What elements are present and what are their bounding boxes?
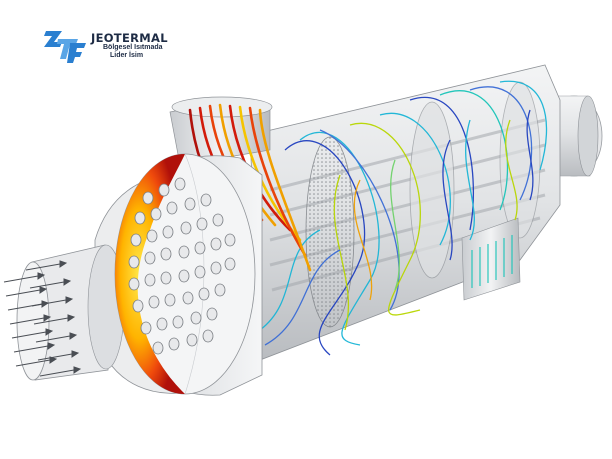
logo-tagline-1: Bölgesel Isıtmada bbox=[103, 44, 163, 51]
shell-body bbox=[249, 64, 561, 361]
tube-holes bbox=[128, 177, 236, 355]
flow-streamlines bbox=[259, 80, 548, 356]
company-logo: JEOTERMAL Bölgesel Isıtmada Lider İsim bbox=[44, 27, 184, 67]
logo-brand-name: JEOTERMAL bbox=[91, 31, 168, 45]
inlet-arrows-icon bbox=[3, 260, 82, 377]
ztf-logo-mark-icon bbox=[44, 31, 86, 63]
logo-tagline-2: Lider İsim bbox=[110, 52, 144, 59]
outlet-nozzle bbox=[461, 217, 521, 301]
inlet-pipe-left bbox=[16, 244, 125, 381]
